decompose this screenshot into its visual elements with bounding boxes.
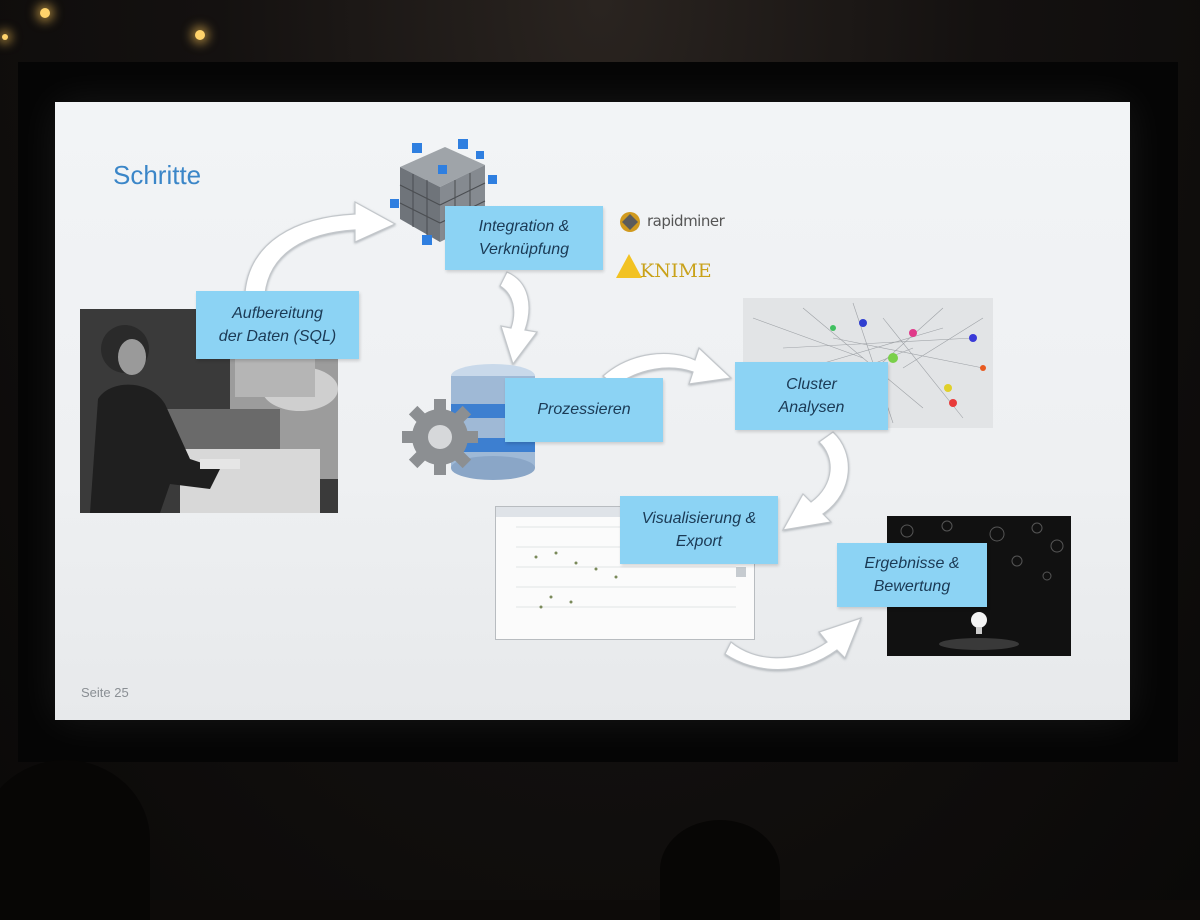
ceiling-light	[2, 34, 8, 40]
rapidminer-logo-icon	[620, 212, 640, 232]
arrow-to-cluster	[602, 346, 733, 387]
slide-title: Schritte	[113, 160, 202, 190]
arrow-to-visualisierung	[781, 431, 850, 531]
knime-logo-icon	[616, 254, 642, 278]
arrow-to-integration	[244, 200, 397, 295]
step-ergebnisse-label: Ergebnisse & Bewertung	[837, 543, 987, 607]
page-number: Seite 25	[81, 685, 129, 700]
step-cluster-label: Cluster Analysen	[735, 362, 888, 430]
arrow-to-ergebnisse	[724, 617, 863, 671]
ceiling-light	[195, 30, 205, 40]
visualisation-screenshot	[495, 506, 755, 640]
lightbulb-icon	[971, 612, 987, 634]
step-aufbereitung-label: Aufbereitung der Daten (SQL)	[196, 291, 359, 359]
knime-logo-text: KNIME	[640, 260, 712, 282]
step-prozessieren-label: Prozessieren	[505, 378, 663, 442]
audience-head-silhouette	[660, 820, 780, 920]
database-gear-icon	[402, 364, 535, 480]
ceiling-light	[40, 8, 50, 18]
arrow-to-prozessieren	[499, 271, 539, 366]
flow-arrows	[244, 200, 863, 671]
presentation-slide: Schritte	[55, 102, 1130, 720]
audience-head-silhouette	[0, 760, 150, 920]
step-integration-label: Integration & Verknüpfung	[445, 206, 603, 270]
step-visualisierung-label: Visualisierung & Export	[620, 496, 778, 564]
rapidminer-logo-text: rapidminer	[647, 212, 725, 230]
